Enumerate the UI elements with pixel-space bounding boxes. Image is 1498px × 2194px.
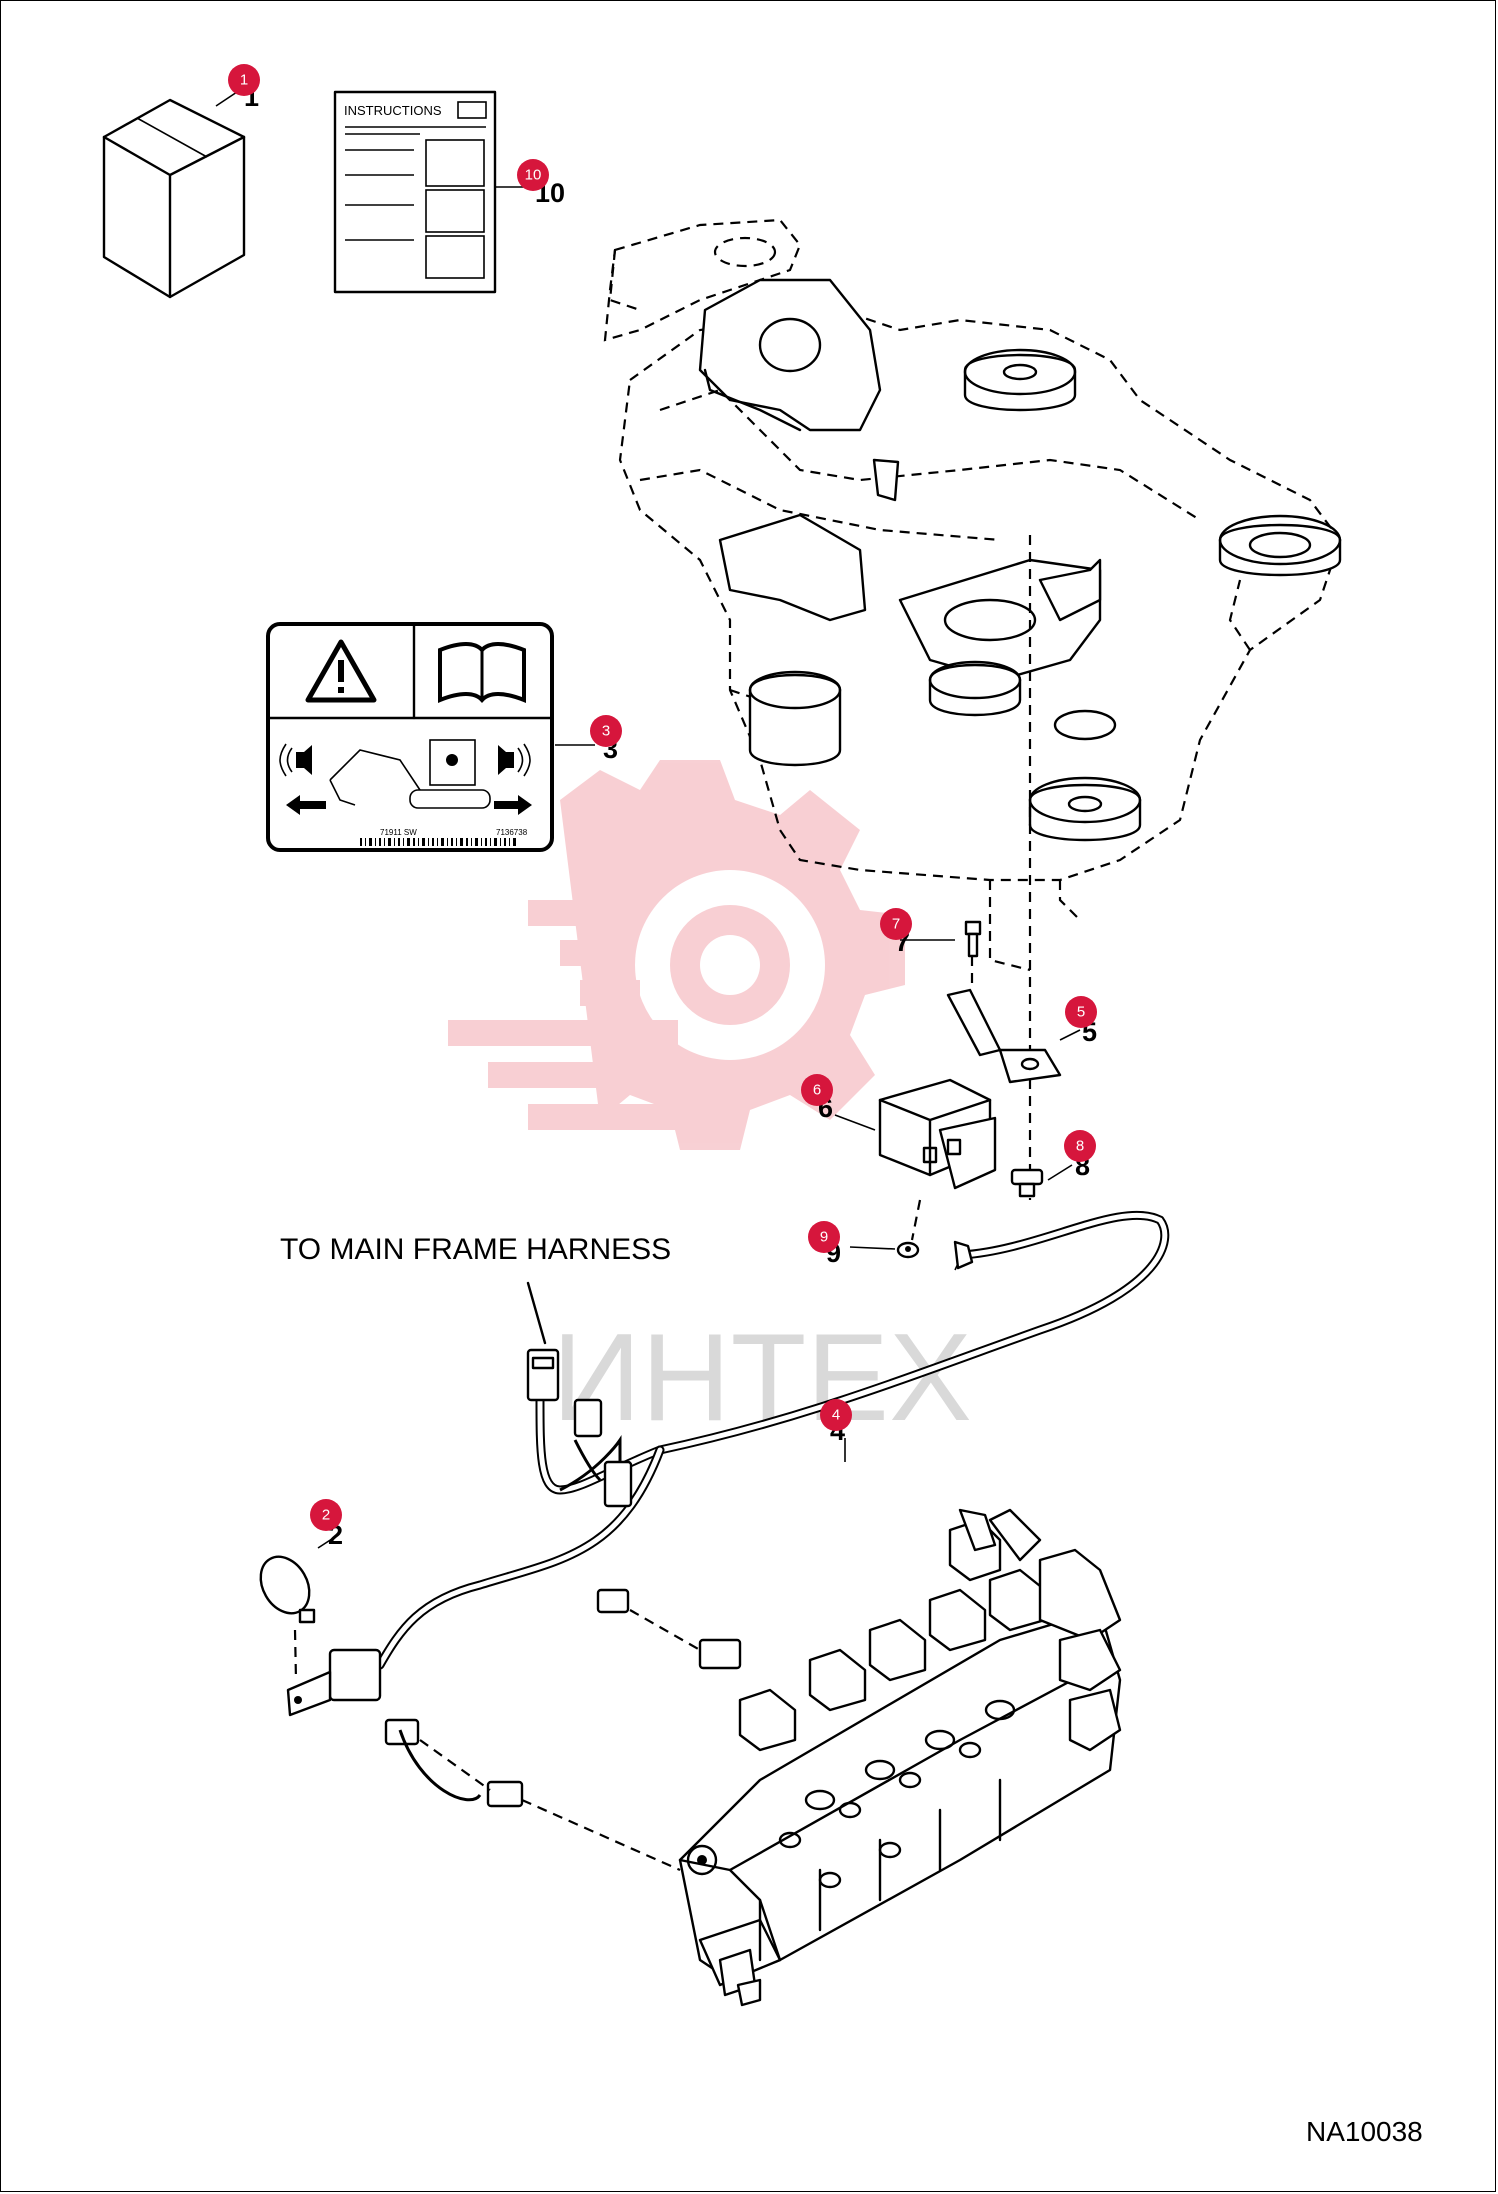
part-1-box [102,89,246,299]
part-9-nut [849,1199,922,1259]
warning-triangle-icon [305,639,377,703]
decal-code-left: 71911 SW [380,828,417,837]
svg-text:3: 3 [602,723,610,740]
callout-badge-4: 4 [820,1399,852,1431]
watermark-gear-logo [448,760,905,1150]
part-4-wiring-harness [286,1210,1170,1872]
svg-text:6: 6 [813,1082,821,1099]
svg-text:1: 1 [240,72,248,89]
svg-text:4: 4 [832,1407,840,1424]
harness-label: TO MAIN FRAME HARNESS [280,1233,671,1266]
open-book-icon [438,642,526,704]
harness-leader-line [526,1281,547,1345]
main-frame-dashed [603,218,1342,972]
arrow-left-icon [286,795,326,815]
control-valve-assembly [678,1508,1122,2007]
arrow-right-icon [494,795,532,815]
callout-badge-6: 6 [801,1074,833,1106]
decal-code-right: 7136738 [496,828,528,837]
callout-badge-10: 10 [517,159,549,191]
reference-code: NA10038 [1306,2116,1423,2147]
svg-text:8: 8 [1076,1138,1084,1155]
part-8-flange-bolt [1010,1164,1073,1198]
callout-badge-1: 1 [228,64,260,96]
callout-badge-9: 9 [808,1221,840,1253]
callout-badge-8: 8 [1064,1130,1096,1162]
svg-text:2: 2 [322,1507,330,1524]
callout-badge-7: 7 [880,908,912,940]
sound-speaker-icon [279,743,531,777]
svg-text:5: 5 [1077,1004,1085,1021]
part-6-module [834,1078,997,1190]
part-7-bolt [900,920,982,985]
instructions-label: INSTRUCTIONS [344,103,442,118]
svg-text:10: 10 [525,167,542,184]
svg-text:9: 9 [820,1229,828,1246]
callout-badge-3: 3 [590,715,622,747]
decal-barcode [360,838,516,846]
excavator-illustration [329,739,491,809]
callout-badge-5: 5 [1065,996,1097,1028]
part-5-bracket [946,988,1081,1084]
part-10-instructions-sheet: INSTRUCTIONS [333,90,528,294]
callout-badge-2: 2 [310,1499,342,1531]
part-3-safety-decal: 71911 SW 7136738 [266,622,595,852]
frame-solid-components [698,278,1342,1200]
part-2-cable-tie [259,1534,339,1681]
svg-text:7: 7 [892,916,900,933]
